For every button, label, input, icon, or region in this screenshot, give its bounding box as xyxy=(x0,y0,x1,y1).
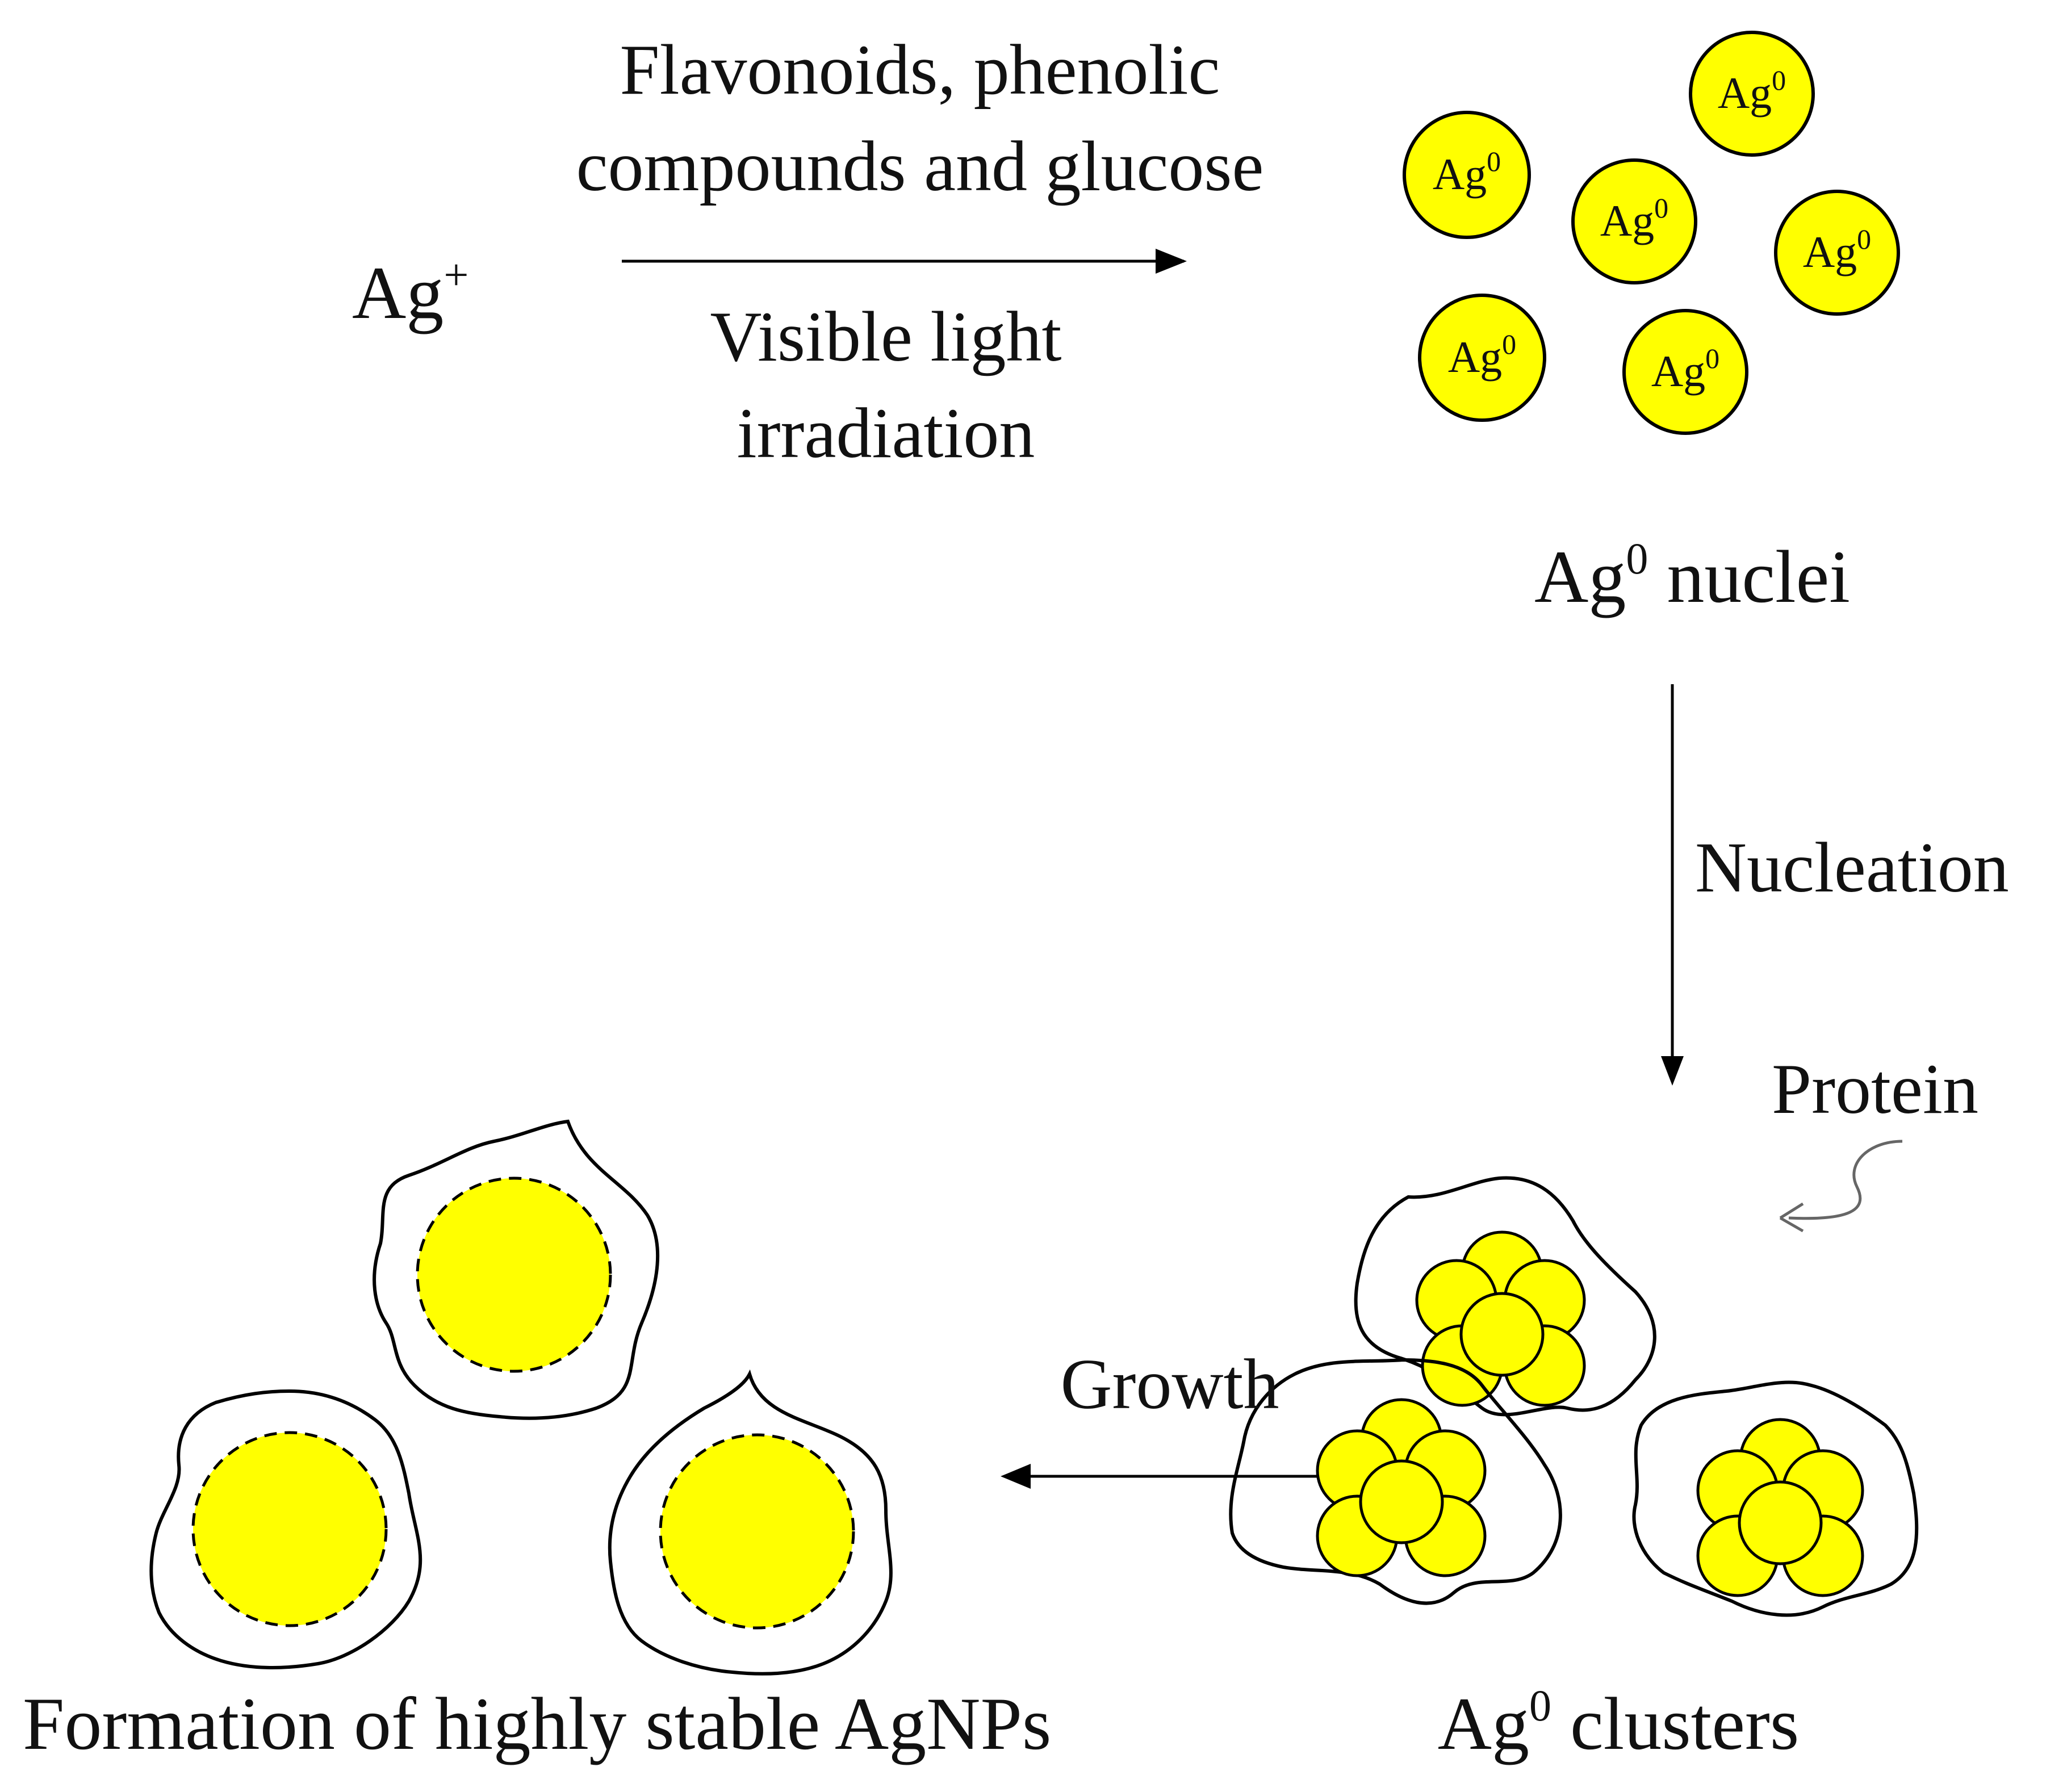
protein-pointer-head xyxy=(1779,1202,1804,1233)
reductants-line-1: Flavonoids, phenolic xyxy=(620,31,1220,110)
nuclei-caption-rest: nuclei xyxy=(1648,535,1850,618)
protein-shell xyxy=(1229,1358,1562,1605)
nucleus-label-sup: 0 xyxy=(1487,145,1501,177)
nanoparticle-core xyxy=(416,1176,612,1373)
nuclei-group: Ag0 Ag0 Ag0 Ag0 Ag0 Ag0 xyxy=(1403,31,1900,435)
silver-ion-label: Ag+ xyxy=(352,250,468,334)
reductants-line-2: compounds and glucose xyxy=(576,127,1264,206)
light-line-2: irradiation xyxy=(737,394,1035,473)
silver-ion-charge: + xyxy=(443,250,468,299)
nucleus-label: Ag0 xyxy=(1433,145,1501,199)
nucleus: Ag0 xyxy=(1689,31,1815,157)
nucleus-label-base: Ag xyxy=(1718,68,1772,118)
silver-ion-base: Ag xyxy=(352,251,443,334)
nucleus: Ag0 xyxy=(1622,309,1748,435)
nucleus-label: Ag0 xyxy=(1448,328,1516,382)
cluster xyxy=(1632,1380,1919,1617)
nuclei-caption: Ag0 nuclei xyxy=(1534,534,1850,618)
nanoparticle-core xyxy=(191,1431,388,1627)
clusters-caption: Ag0 clusters xyxy=(1438,1681,1800,1765)
protein-shell xyxy=(1632,1380,1919,1617)
protein-shell xyxy=(1354,1176,1656,1417)
protein-shell xyxy=(373,1119,660,1420)
nucleation-label: Nucleation xyxy=(1695,828,2009,907)
nanoparticle-core xyxy=(659,1433,855,1630)
nucleus-small xyxy=(1359,1459,1444,1544)
nucleus-label-base: Ag xyxy=(1448,332,1502,382)
nucleus-label-base: Ag xyxy=(1803,227,1857,277)
cluster xyxy=(1229,1358,1562,1605)
nucleus-label-base: Ag xyxy=(1651,346,1705,396)
nucleus-circle xyxy=(1774,190,1900,316)
nucleus-circle xyxy=(1622,309,1748,435)
nucleus-label-base: Ag xyxy=(1600,196,1654,245)
nucleus-circle xyxy=(1418,294,1546,422)
nucleus-label-sup: 0 xyxy=(1772,64,1786,96)
nucleus-circle xyxy=(1403,111,1531,239)
nucleus-label-sup: 0 xyxy=(1705,342,1719,374)
protein-pointer xyxy=(1788,1140,1903,1220)
nucleus: Ag0 xyxy=(1403,111,1531,239)
nucleus: Ag0 xyxy=(1571,158,1697,284)
nucleus-label-sup: 0 xyxy=(1502,328,1516,360)
nuclei-caption-sup: 0 xyxy=(1626,534,1648,583)
nucleus-label-sup: 0 xyxy=(1857,223,1871,255)
clusters-caption-rest: clusters xyxy=(1551,1682,1799,1765)
light-line-1: Visible light xyxy=(710,298,1062,376)
nucleus-label-sup: 0 xyxy=(1654,192,1668,224)
nucleus: Ag0 xyxy=(1774,190,1900,316)
stable-nanoparticle xyxy=(149,1389,422,1669)
growth-arrowhead xyxy=(1001,1464,1031,1489)
protein-label: Protein xyxy=(1772,1050,1978,1129)
clusters-caption-sup: 0 xyxy=(1529,1681,1551,1730)
nucleus-circle xyxy=(1571,158,1697,284)
nucleus-small xyxy=(1738,1480,1823,1565)
reduction-arrowhead xyxy=(1156,249,1187,274)
nucleation-arrowhead xyxy=(1661,1056,1684,1086)
protein-shell xyxy=(608,1369,893,1676)
nucleus-label: Ag0 xyxy=(1600,192,1668,245)
clusters-caption-base: Ag xyxy=(1438,1682,1529,1765)
stable-nanoparticle xyxy=(608,1369,893,1676)
nucleus: Ag0 xyxy=(1418,294,1546,422)
protein-shell xyxy=(149,1389,422,1669)
nucleus-label: Ag0 xyxy=(1803,223,1871,277)
nucleus-label: Ag0 xyxy=(1718,64,1786,118)
nucleus-label: Ag0 xyxy=(1651,342,1719,396)
stable-nanoparticle xyxy=(373,1119,660,1420)
cluster xyxy=(1354,1176,1656,1417)
nucleus-circle xyxy=(1689,31,1815,157)
nucleus-small xyxy=(1459,1292,1545,1377)
nucleus-label-base: Ag xyxy=(1433,149,1487,199)
growth-label: Growth xyxy=(1061,1345,1279,1424)
nuclei-caption-base: Ag xyxy=(1534,535,1626,618)
final-caption: Formation of highly stable AgNPs xyxy=(23,1682,1051,1765)
